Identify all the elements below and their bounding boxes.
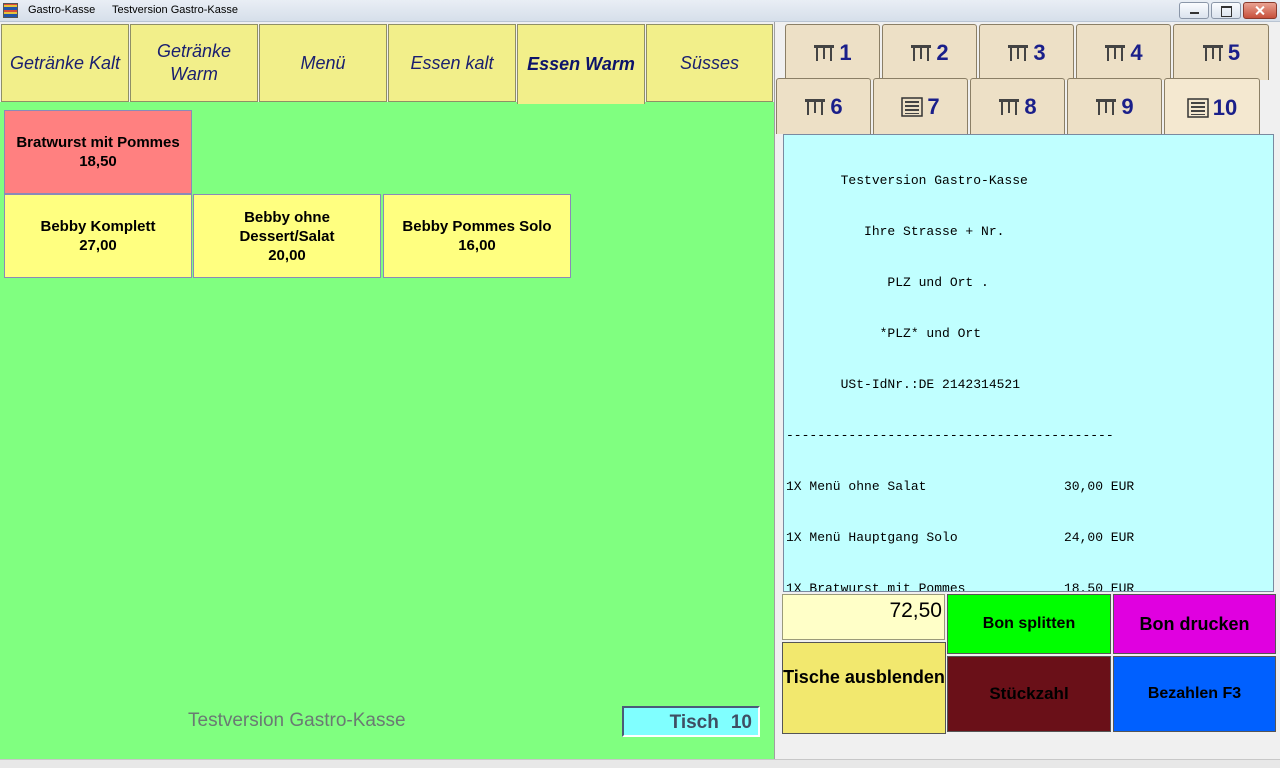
receipt-header-line: Ihre Strasse + Nr. [786,224,1005,239]
footer-brand-text: Testversion Gastro-Kasse [188,710,406,731]
category-label: Menü [300,52,346,73]
table-number: 4 [1130,39,1143,65]
category-label: Essen kalt [410,52,494,73]
product-name: Bebby ohne Dessert/Salat [239,208,335,245]
table-number: 3 [1033,39,1046,65]
table-indicator-number: 10 [730,712,752,733]
product-button-bebby-ohne-dessert-salat[interactable]: Bebby ohne Dessert/Salat 20,00 [193,194,381,278]
window-app-name: Gastro-Kasse [28,4,96,16]
category-tab-getraenke-warm[interactable]: Getränke Warm [130,24,258,102]
product-button-bebby-komplett[interactable]: Bebby Komplett 27,00 [4,194,192,278]
receipt-view[interactable]: Testversion Gastro-Kasse Ihre Strasse + … [783,134,1274,592]
app-icon [3,3,18,18]
close-button[interactable] [1243,2,1277,19]
receipt-item-amount: 24,00 EUR [1064,530,1135,545]
table-tab-4[interactable]: 4 [1076,24,1171,80]
table-tab-6[interactable]: 6 [776,78,871,134]
occupied-table-icon [901,96,924,117]
table-icon [1105,44,1126,61]
category-bar: Getränke Kalt Getränke Warm Menü Essen k… [0,22,774,104]
receipt-line-item[interactable]: 1X Menü Hauptgang Solo 24,00 EUR [786,529,1273,546]
occupied-table-icon [1187,97,1209,118]
table-icon [1008,44,1029,61]
table-icon [911,44,932,61]
product-price: 16,00 [458,237,496,254]
product-panel: Getränke Kalt Getränke Warm Menü Essen k… [0,22,774,759]
category-tab-menue[interactable]: Menü [259,24,387,102]
table-number: 6 [830,93,843,119]
table-indicator-label: Tisch [669,712,719,733]
table-icon [1202,44,1223,61]
product-price: 20,00 [268,246,306,264]
table-tab-7[interactable]: 7 [873,78,968,134]
category-label: Essen Warm [527,54,635,74]
window-document-title: Testversion Gastro-Kasse [112,4,238,16]
category-tab-getraenke-kalt[interactable]: Getränke Kalt [1,24,129,102]
table-number: 10 [1212,94,1238,120]
pay-button[interactable]: Bezahlen F3 [1113,656,1276,732]
table-number: 2 [936,39,949,65]
table-tab-8[interactable]: 8 [970,78,1065,134]
window-title-bar: Gastro-Kasse Testversion Gastro-Kasse [0,0,1280,22]
table-number: 8 [1024,93,1037,119]
table-number: 1 [839,39,852,65]
maximize-button[interactable] [1211,2,1241,19]
receipt-item-text: 1X Menü ohne Salat [786,479,927,494]
total-amount: 72,50 [782,594,945,640]
table-tab-10[interactable]: 10 [1164,78,1260,136]
hide-tables-button[interactable]: Tische ausblenden [782,642,946,734]
receipt-separator: ----------------------------------------… [786,428,1114,443]
category-label: Süsses [679,52,740,73]
category-label: Getränke Warm [156,41,232,84]
receipt-header-line: USt-IdNr.:DE 2142314521 [786,377,1021,392]
print-receipt-button[interactable]: Bon drucken [1113,594,1276,654]
receipt-header-line: Testversion Gastro-Kasse [786,173,1028,188]
receipt-item-text: 1X Menü Hauptgang Solo [786,530,958,545]
category-tab-essen-kalt[interactable]: Essen kalt [388,24,516,102]
table-tab-9[interactable]: 9 [1067,78,1162,134]
category-tab-suesses[interactable]: Süsses [646,24,773,102]
table-number: 7 [927,93,940,119]
product-price: 27,00 [79,237,117,254]
product-button-bratwurst-mit-pommes[interactable]: Bratwurst mit Pommes 18,50 [4,110,192,194]
table-icon [814,44,835,61]
table-number: 5 [1227,39,1241,65]
receipt-line-item[interactable]: 1X Bratwurst mit Pommes 18,50 EUR [786,580,1273,592]
receipt-line-item[interactable]: 1X Menü ohne Salat 30,00 EUR [786,478,1273,495]
table-icon [999,98,1020,115]
product-name: Bebby Komplett [40,218,156,235]
receipt-item-amount: 18,50 EUR [1064,581,1135,592]
current-table-indicator: Tisch 10 [622,706,760,737]
product-name: Bratwurst mit Pommes [16,134,180,151]
status-bar [0,759,1280,768]
table-icon [805,98,826,115]
quantity-button[interactable]: Stückzahl [947,656,1111,732]
product-name: Bebby Pommes Solo [402,218,552,235]
table-icon [1096,98,1117,115]
receipt-item-text: 1X Bratwurst mit Pommes [786,581,966,592]
category-label: Getränke Kalt [9,52,121,73]
table-tab-5[interactable]: 5 [1173,24,1269,80]
receipt-item-amount: 30,00 EUR [1064,479,1135,494]
category-tab-essen-warm[interactable]: Essen Warm [517,24,645,104]
order-panel: 1 2 3 4 5 6 7 8 9 10 Testversion Gastro-… [774,22,1280,759]
table-tab-2[interactable]: 2 [882,24,977,80]
product-button-bebby-pommes-solo[interactable]: Bebby Pommes Solo 16,00 [383,194,571,278]
table-tab-1[interactable]: 1 [785,24,880,80]
table-number: 9 [1121,93,1134,119]
receipt-header-line: *PLZ* und Ort [786,326,982,341]
split-receipt-button[interactable]: Bon splitten [947,594,1111,654]
table-tab-3[interactable]: 3 [979,24,1074,80]
minimize-button[interactable] [1179,2,1209,19]
receipt-header-line: PLZ und Ort . [786,275,989,290]
product-price: 18,50 [79,153,117,170]
